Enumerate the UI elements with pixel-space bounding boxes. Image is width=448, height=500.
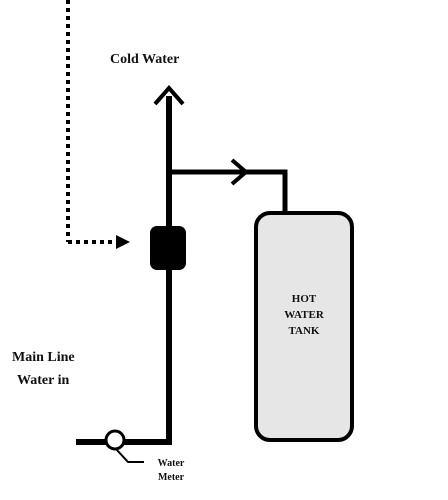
meter-pointer-line [115,448,144,463]
cold-water-arrow-icon [153,84,185,106]
meter-label-2: Meter [158,472,185,483]
inline-valve [150,226,186,270]
dotted-arrow-head [116,235,130,249]
tank-label-1: HOT [292,293,317,305]
tank-label-2: WATER [284,309,325,321]
meter-label-1: Water [158,458,185,469]
water-meter-icon [104,429,126,451]
hot-tank-branch-pipe [169,169,288,215]
tank-label-3: TANK [289,325,320,337]
cold-water-label: Cold Water [110,52,179,67]
main-line-label-1: Main Line [12,350,75,365]
branch-arrow-icon [230,158,250,186]
hot-water-tank [254,211,354,442]
main-line-label-2: Water in [17,373,69,388]
